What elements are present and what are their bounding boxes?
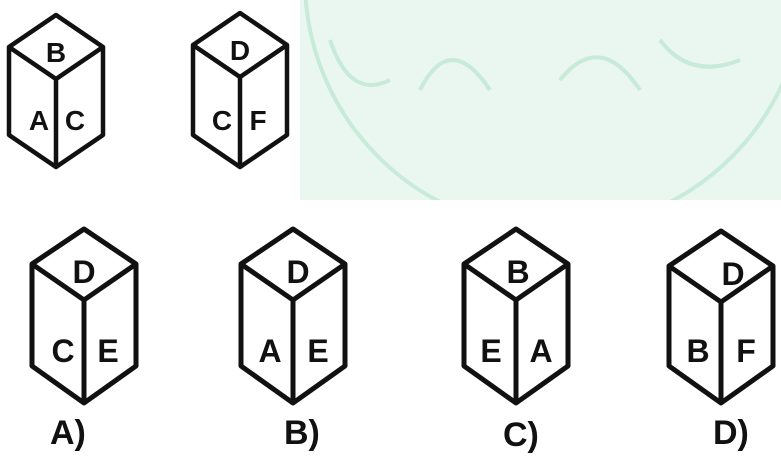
option-cube-a[interactable]: D C E	[29, 226, 139, 406]
cube-left-face: A	[258, 333, 281, 369]
cube-right-face: E	[307, 333, 328, 369]
cube-right-face: E	[97, 333, 118, 369]
option-cube-c[interactable]: B E A	[461, 226, 571, 406]
cube-left-face: C	[51, 333, 74, 369]
question-cube-1: B A C	[6, 12, 106, 170]
cube-left-face: C	[212, 105, 232, 136]
cube-right-face: F	[736, 333, 756, 369]
cube-left-face: A	[29, 105, 49, 136]
cube-top-face: B	[506, 254, 529, 290]
cube-right-face: F	[249, 105, 266, 136]
option-label-c[interactable]: C)	[503, 418, 539, 452]
option-cube-d[interactable]: D B F	[666, 228, 776, 406]
cube-right-face: A	[529, 333, 552, 369]
cube-top-face: B	[46, 37, 66, 68]
cube-top-face: D	[230, 35, 250, 66]
cube-left-face: B	[686, 333, 709, 369]
option-label-b[interactable]: B)	[284, 416, 320, 450]
question-cube-2: D C F	[190, 10, 290, 170]
cube-right-face: C	[65, 105, 85, 136]
option-label-d[interactable]: D)	[713, 416, 749, 450]
cube-top-face: D	[721, 256, 744, 292]
cube-top-face: D	[72, 254, 95, 290]
option-cube-b[interactable]: D A E	[238, 226, 348, 406]
cube-top-face: D	[286, 254, 309, 290]
option-label-a[interactable]: A)	[50, 416, 86, 450]
cube-left-face: E	[480, 333, 501, 369]
